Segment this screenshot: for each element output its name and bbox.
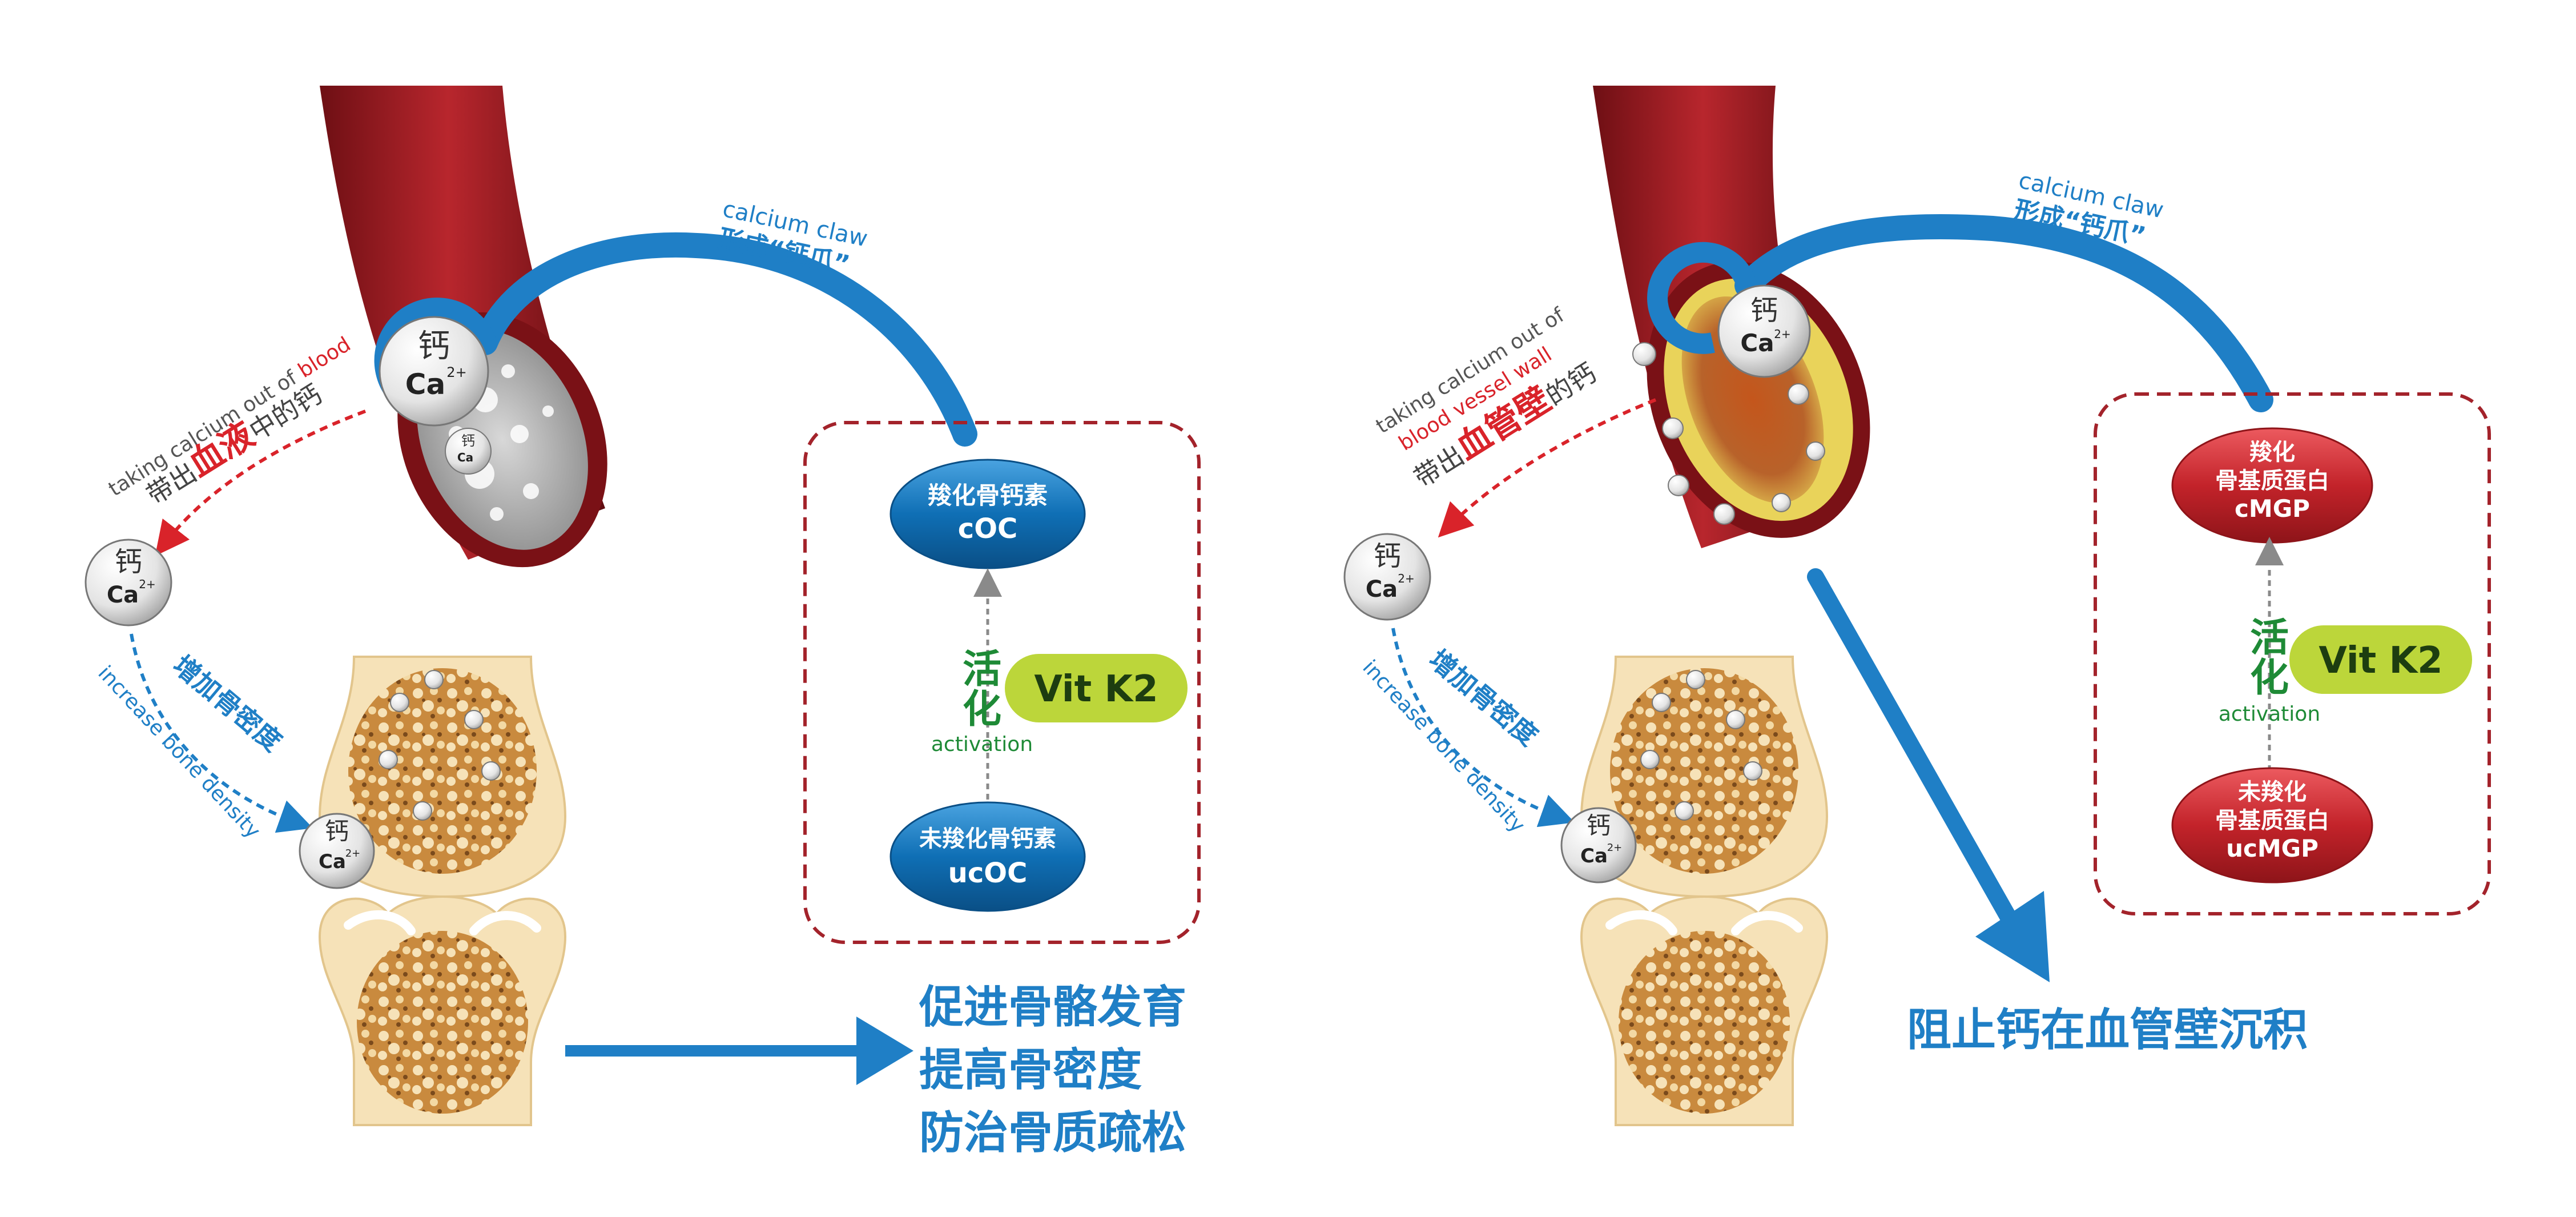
right-panel: 钙 Ca 2+ calcium claw 形成“钙爪” taking calci…: [1343, 86, 2491, 1126]
calcium-cn: 钙: [115, 546, 142, 578]
activate-cn2-right: 化: [2250, 656, 2289, 701]
calcium-cn: 钙: [1587, 812, 1611, 840]
prevent-arrow-right: [1807, 568, 2050, 982]
cmgp-line3: cMGP: [2235, 495, 2310, 523]
activate-cn1-right: 活: [2250, 616, 2289, 661]
activation-label-left: activation: [931, 733, 1033, 756]
calcium-ion-bone-left: 钙 Ca 2+: [299, 813, 375, 889]
cmgp-line1: 羧化: [2249, 439, 2295, 465]
benefits-arrow-left: [565, 1017, 913, 1085]
cmgp-line2: 骨基质蛋白: [2215, 468, 2329, 494]
calcium-sym: Ca: [1580, 845, 1608, 867]
calcium-sym: Ca: [1366, 576, 1398, 603]
activation-box-left: [803, 421, 1201, 944]
calcium-charge: 2+: [1398, 572, 1414, 585]
bone-calcium-dots: [379, 670, 1762, 821]
cmgp-pill: 羧化 骨基质蛋白 cMGP: [2171, 427, 2373, 544]
vitk2-label-left: Vit K2: [1034, 668, 1158, 710]
calcium-claw-hook-right: [1647, 242, 1757, 354]
calcium-charge: 2+: [345, 848, 361, 859]
taking-en-b: blood: [294, 332, 355, 383]
calcium-claw-arc-right: [1734, 214, 2273, 412]
activate-cn2-left: 化: [963, 687, 1001, 732]
ucmgp-line2: 骨基质蛋白: [2215, 808, 2329, 834]
ucmgp-line1: 未羧化: [2238, 779, 2307, 805]
calcium-sym: Ca: [107, 582, 139, 608]
calcium-cn: 钙: [1374, 540, 1401, 572]
calcium-charge: 2+: [1774, 327, 1790, 341]
benefit-2: 提高骨密度: [919, 1045, 1142, 1096]
calcium-cn: 钙: [325, 817, 349, 845]
vitk2-badge-left: Vit K2: [1005, 654, 1188, 722]
calcium-ion-bone-right: 钙 Ca 2+: [1560, 807, 1637, 883]
ucoc-label-cn: 未羧化骨钙素: [919, 826, 1056, 852]
benefit-right: 阻止钙在血管壁沉积: [1907, 1005, 2308, 1056]
calcium-charge: 2+: [446, 364, 466, 380]
activate-cn1-left: 活: [963, 647, 1001, 692]
density-label-en-left: increase bone density: [93, 661, 264, 843]
left-panel: 钙 Ca 2+ 钙 Ca calcium claw 形成“钙爪” taking …: [84, 86, 1201, 1159]
calcium-charge: 2+: [1607, 842, 1623, 854]
calcium-sym: Ca: [457, 451, 473, 464]
calcium-ion-in-vessel-left: 钙 Ca 2+: [379, 316, 489, 427]
calcium-sym: Ca: [405, 368, 445, 401]
calcium-ion-in-vessel-right: 钙 Ca 2+: [1717, 284, 1811, 378]
calcium-charge: 2+: [139, 577, 155, 591]
ucoc-pill: 未羧化骨钙素 ucOC: [889, 801, 1086, 912]
calcium-cn: 钙: [461, 433, 475, 449]
calcium-sym: Ca: [319, 850, 346, 873]
calcium-sym: Ca: [1740, 329, 1774, 357]
ucmgp-line3: ucMGP: [2226, 834, 2319, 862]
vitk2-label-right: Vit K2: [2319, 640, 2442, 682]
ucoc-label-en: ucOC: [948, 857, 1028, 889]
coc-label-cn: 羧化骨钙素: [928, 481, 1048, 509]
vitk2-badge-right: Vit K2: [2289, 625, 2472, 694]
calcium-ion-mid-right: 钙 Ca 2+: [1343, 533, 1431, 621]
coc-pill: 羧化骨钙素 cOC: [889, 459, 1086, 569]
calcium-ion-mid-left: 钙 Ca 2+: [84, 539, 172, 626]
coc-label-en: cOC: [958, 513, 1017, 545]
calcium-cn: 钙: [1750, 295, 1778, 327]
taking-label-en-left: taking calcium out of blood: [104, 332, 355, 501]
activation-label-right: activation: [2219, 702, 2320, 726]
small-calcium-ion-left: 钙 Ca: [445, 428, 492, 475]
activation-box-right: [2094, 392, 2491, 915]
bone-joint-right: [1580, 656, 1829, 1126]
ucmgp-pill: 未羧化 骨基质蛋白 ucMGP: [2171, 767, 2373, 883]
benefit-1: 促进骨骼发育: [919, 982, 1186, 1033]
bone-joint-left: [318, 656, 567, 1126]
calcium-claw-arc-left: [473, 232, 977, 447]
calcium-cn: 钙: [418, 328, 450, 365]
benefit-3: 防治骨质疏松: [919, 1107, 1186, 1159]
